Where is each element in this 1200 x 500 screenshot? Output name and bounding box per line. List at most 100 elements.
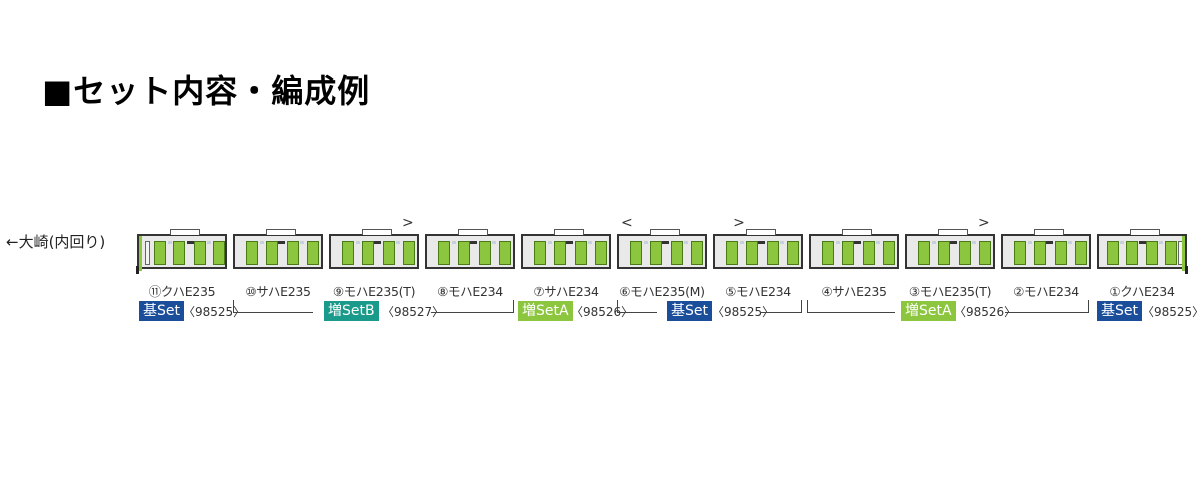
roof-equipment bbox=[1130, 229, 1160, 235]
marker bbox=[662, 241, 669, 244]
window bbox=[207, 241, 211, 244]
door bbox=[726, 241, 738, 265]
roof-equipment bbox=[458, 229, 488, 235]
set-bracket bbox=[617, 300, 657, 313]
car-label: ⑪クハE235 bbox=[148, 284, 216, 299]
door bbox=[499, 241, 511, 265]
door bbox=[1146, 241, 1158, 265]
door bbox=[959, 241, 971, 265]
window bbox=[780, 241, 784, 244]
set-bracket bbox=[1005, 300, 1089, 313]
set-bracket bbox=[807, 300, 895, 313]
set-badge-zou-a: 増SetA bbox=[518, 301, 573, 321]
train-car-1 bbox=[1097, 229, 1187, 271]
coupler-icon bbox=[1185, 266, 1188, 274]
train-car-10 bbox=[233, 229, 323, 269]
window bbox=[1159, 241, 1163, 244]
door bbox=[1126, 241, 1138, 265]
marker bbox=[278, 241, 285, 244]
marker bbox=[566, 241, 573, 244]
set-bracket bbox=[431, 300, 514, 313]
window bbox=[876, 241, 880, 244]
window bbox=[260, 241, 264, 244]
car-label: ③モハE235(T) bbox=[908, 284, 992, 299]
train-car-9 bbox=[329, 229, 419, 269]
door bbox=[595, 241, 607, 265]
window bbox=[300, 241, 304, 244]
product-code: 〈98526〉 bbox=[954, 305, 1017, 319]
door bbox=[458, 241, 470, 265]
window bbox=[644, 241, 648, 244]
roof-equipment bbox=[170, 229, 200, 235]
window bbox=[1120, 241, 1124, 244]
direction-label: ←大崎(内回り) bbox=[6, 233, 106, 251]
door bbox=[1075, 241, 1087, 265]
set-bracket bbox=[233, 300, 313, 313]
train-car-6 bbox=[617, 229, 707, 269]
marker bbox=[374, 241, 381, 244]
door bbox=[1107, 241, 1119, 265]
door bbox=[383, 241, 395, 265]
marker bbox=[187, 241, 194, 244]
window bbox=[452, 241, 456, 244]
door bbox=[246, 241, 258, 265]
set-badge-zou-a: 増SetA bbox=[901, 301, 956, 321]
window bbox=[1068, 241, 1072, 244]
door bbox=[266, 241, 278, 265]
door bbox=[671, 241, 683, 265]
roof-equipment bbox=[554, 229, 584, 235]
marker bbox=[950, 241, 957, 244]
window bbox=[396, 241, 400, 244]
window bbox=[1028, 241, 1032, 244]
train-car-11 bbox=[137, 229, 227, 271]
train-car-2 bbox=[1001, 229, 1091, 269]
window bbox=[836, 241, 840, 244]
car-label: ⑤モハE234 bbox=[725, 284, 791, 299]
cab-stripe bbox=[1182, 236, 1185, 271]
door bbox=[154, 241, 166, 265]
window bbox=[684, 241, 688, 244]
cab-stripe bbox=[139, 236, 142, 271]
door bbox=[650, 241, 662, 265]
marker bbox=[758, 241, 765, 244]
pantograph-icon: > bbox=[402, 215, 414, 231]
car-label: ②モハE234 bbox=[1013, 284, 1079, 299]
set-badge-kihon: 基Set bbox=[139, 301, 184, 321]
door bbox=[979, 241, 991, 265]
marker bbox=[1139, 241, 1146, 244]
window bbox=[972, 241, 976, 244]
product-code: 〈98525〉 bbox=[183, 305, 246, 319]
set-bracket bbox=[760, 300, 802, 313]
window bbox=[588, 241, 592, 244]
window bbox=[740, 241, 744, 244]
roof-equipment bbox=[266, 229, 296, 235]
door bbox=[918, 241, 930, 265]
door bbox=[787, 241, 799, 265]
set-badge-kihon: 基Set bbox=[667, 301, 712, 321]
door bbox=[438, 241, 450, 265]
door bbox=[1014, 241, 1026, 265]
door bbox=[883, 241, 895, 265]
car-label: ⑧モハE234 bbox=[437, 284, 503, 299]
train-car-5 bbox=[713, 229, 803, 269]
window bbox=[356, 241, 360, 244]
set-badge-zou-b: 増SetB bbox=[324, 301, 379, 321]
door bbox=[173, 241, 185, 265]
car-label: ⑩サハE235 bbox=[245, 284, 311, 299]
product-code: 〈98527〉 bbox=[382, 305, 445, 319]
door bbox=[342, 241, 354, 265]
roof-equipment bbox=[1034, 229, 1064, 235]
door bbox=[287, 241, 299, 265]
roof-equipment bbox=[746, 229, 776, 235]
train-car-8 bbox=[425, 229, 515, 269]
door bbox=[842, 241, 854, 265]
window bbox=[548, 241, 552, 244]
pantograph-icon: < > bbox=[621, 215, 793, 231]
door bbox=[1165, 241, 1177, 265]
train-car-3 bbox=[905, 229, 995, 269]
door bbox=[822, 241, 834, 265]
door bbox=[746, 241, 758, 265]
door bbox=[863, 241, 875, 265]
page-title: ■セット内容・編成例 bbox=[42, 72, 371, 110]
car-label: ①クハE234 bbox=[1109, 284, 1175, 299]
